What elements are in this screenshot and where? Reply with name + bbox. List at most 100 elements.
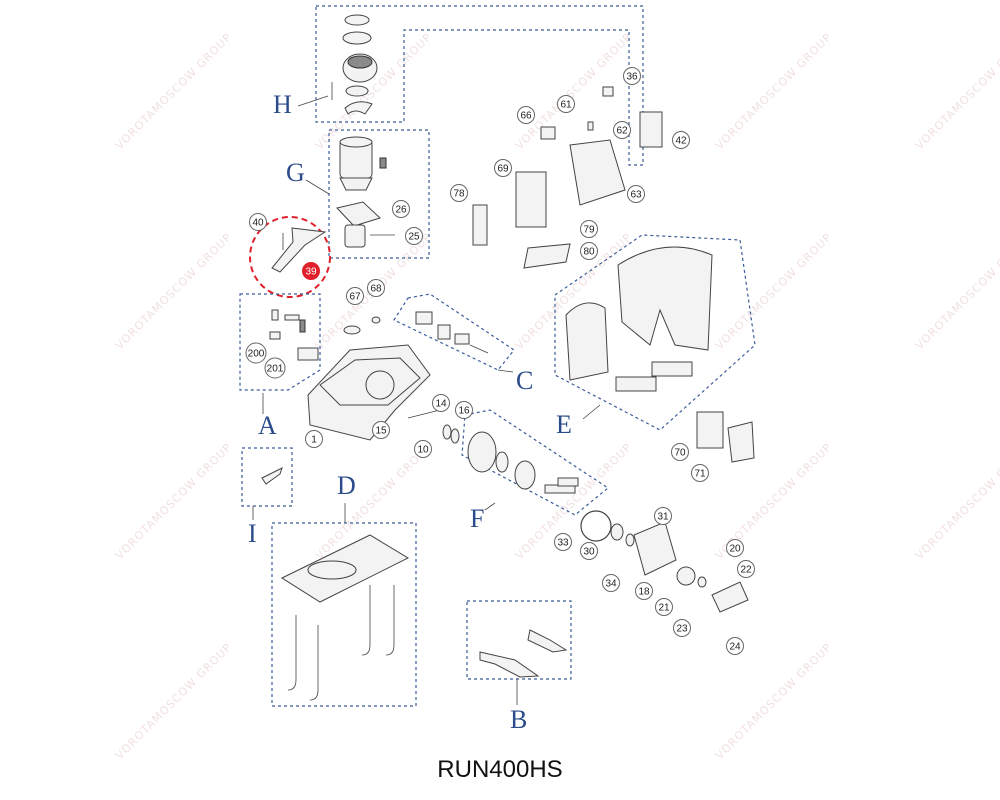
group-d-box xyxy=(271,522,417,707)
callout-number: 63 xyxy=(630,190,642,201)
callout-number: 78 xyxy=(453,189,465,200)
callout-number: 66 xyxy=(520,111,532,122)
washer-part xyxy=(371,316,381,324)
callout-61: 61 xyxy=(557,95,575,113)
callout-79: 79 xyxy=(580,220,598,238)
callout-circle xyxy=(557,95,575,113)
watermark-text: VOROTAMOSCOW GROUP xyxy=(713,30,835,152)
plate-part xyxy=(633,521,677,576)
callout-circle xyxy=(580,220,598,238)
callout-number: 24 xyxy=(729,642,741,653)
callout-circle xyxy=(392,200,410,218)
callout-24: 24 xyxy=(726,637,744,655)
callout-circle xyxy=(245,342,267,364)
group-c-box xyxy=(393,293,515,371)
main-housing xyxy=(307,344,431,441)
callout-circle xyxy=(305,430,323,448)
watermark-text: VOROTAMOSCOW GROUP xyxy=(113,640,235,762)
callout-80: 80 xyxy=(580,242,598,260)
group-i-box xyxy=(241,447,293,507)
callout-16: 16 xyxy=(455,401,473,419)
group-e-parts xyxy=(565,246,713,392)
callout-circle xyxy=(627,185,645,203)
callout-201: 201 xyxy=(264,357,286,379)
callout-circle xyxy=(737,560,755,578)
group-label-d: D xyxy=(337,471,356,500)
watermark-text: VOROTAMOSCOW GROUP xyxy=(113,440,235,562)
group-h-box xyxy=(315,5,644,166)
callout-22: 22 xyxy=(737,560,755,578)
callout-number: 21 xyxy=(658,603,670,614)
callout-number: 39 xyxy=(305,267,317,278)
cover-part xyxy=(711,581,749,613)
callout-circle xyxy=(450,184,468,202)
callout-number: 36 xyxy=(626,72,638,83)
callout-circle xyxy=(249,213,267,231)
watermark-text: VOROTAMOSCOW GROUP xyxy=(513,440,635,562)
washer-part xyxy=(697,576,707,588)
group-f-box xyxy=(461,409,610,516)
callout-circle xyxy=(554,533,572,551)
callout-71: 71 xyxy=(691,464,709,482)
callout-circle xyxy=(517,106,535,124)
callout-67: 67 xyxy=(346,287,364,305)
callout-circle xyxy=(302,262,320,280)
callout-number: 20 xyxy=(729,544,741,555)
callout-circle xyxy=(405,227,423,245)
callout-number: 61 xyxy=(560,100,572,111)
callout-number: 40 xyxy=(252,218,264,229)
group-b-parts xyxy=(479,629,568,678)
group-label-c: C xyxy=(516,366,533,395)
callout-circle xyxy=(580,542,598,560)
callout-15: 15 xyxy=(372,421,390,439)
shaft-part xyxy=(407,409,441,419)
callout-circle xyxy=(372,421,390,439)
callout-number: 34 xyxy=(605,579,617,590)
bearing-part xyxy=(610,523,624,541)
bearing-part xyxy=(625,533,635,547)
callout-20: 20 xyxy=(726,539,744,557)
callout-42: 42 xyxy=(672,131,690,149)
group-h-parts xyxy=(331,14,614,115)
callout-36: 36 xyxy=(623,67,641,85)
callout-circle xyxy=(623,67,641,85)
callout-26: 26 xyxy=(392,200,410,218)
watermark-text: VOROTAMOSCOW GROUP xyxy=(713,640,835,762)
callout-circle xyxy=(346,287,364,305)
group-leaders xyxy=(252,95,601,705)
group-label-g: G xyxy=(286,158,305,187)
callout-66: 66 xyxy=(517,106,535,124)
callout-number: 80 xyxy=(583,247,595,258)
watermark-text: VOROTAMOSCOW GROUP xyxy=(113,30,235,152)
callout-14: 14 xyxy=(432,394,450,412)
gear-part xyxy=(676,566,696,586)
callout-circle xyxy=(455,401,473,419)
group-label-i: I xyxy=(248,519,257,548)
model-title: RUN400HS xyxy=(437,756,563,783)
group-a-box xyxy=(239,293,321,391)
watermark-text: VOROTAMOSCOW GROUP xyxy=(913,440,1000,562)
callout-circle xyxy=(691,464,709,482)
washer-part xyxy=(343,325,361,335)
highlight-ring xyxy=(249,216,331,298)
callout-number: 67 xyxy=(349,292,361,303)
watermark-text: VOROTAMOSCOW GROUP xyxy=(313,30,435,152)
callout-number: 10 xyxy=(417,445,429,456)
callout-number: 70 xyxy=(674,448,686,459)
lever-part xyxy=(271,227,327,273)
callout-number: 15 xyxy=(375,426,387,437)
callout-number: 62 xyxy=(616,126,628,137)
callout-68: 68 xyxy=(367,279,385,297)
group-label-f: F xyxy=(470,504,484,533)
callout-33: 33 xyxy=(554,533,572,551)
callout-number: 200 xyxy=(248,349,265,360)
callout-circle xyxy=(672,131,690,149)
group-g-parts xyxy=(336,136,395,248)
watermark-layer: VOROTAMOSCOW GROUP VOROTAMOSCOW GROUP VO… xyxy=(113,30,1000,762)
group-d-parts xyxy=(280,534,410,701)
callout-number: 68 xyxy=(370,284,382,295)
callout-69: 69 xyxy=(494,159,512,177)
callout-number: 16 xyxy=(458,406,470,417)
callout-number: 18 xyxy=(638,587,650,598)
